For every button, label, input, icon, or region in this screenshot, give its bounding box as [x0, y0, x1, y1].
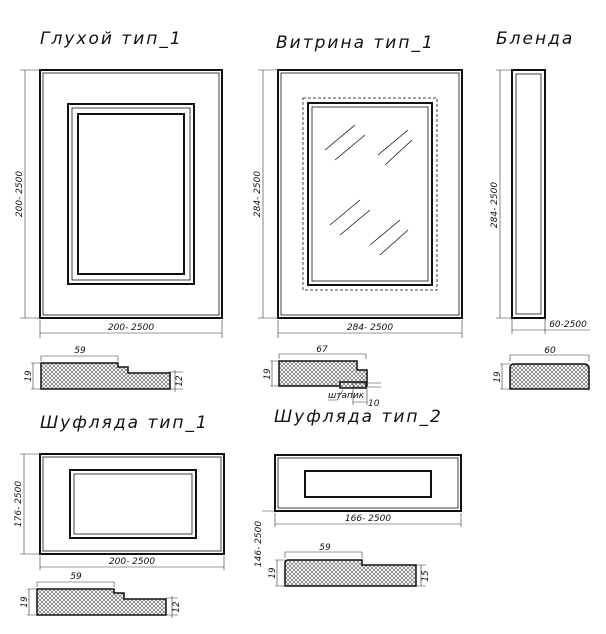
drawer1-width-dim: 200- 2500 — [109, 557, 155, 567]
bead-dim: 10 — [368, 399, 380, 409]
blenda: 284- 2500 60-2500 — [490, 69, 590, 334]
drawer1-profile-width: 59 — [70, 572, 82, 582]
drawer1-profile: 59 19 12 — [20, 572, 182, 618]
blind-profile-height: 19 — [24, 370, 34, 382]
showcase-profile-height: 19 — [263, 368, 273, 380]
title-blind: Глухой тип_1 — [40, 29, 183, 49]
blenda-height-dim: 284- 2500 — [490, 182, 500, 228]
drawer1-height-dim: 176- 2500 — [14, 481, 24, 527]
drawer2-facade: 166- 2500 146- 2500 — [254, 454, 462, 567]
blenda-width-dim: 60-2500 — [549, 320, 587, 330]
blind-profile-width: 59 — [74, 346, 86, 356]
blind-profile-edge: 12 — [175, 375, 185, 387]
blind-profile: 59 19 12 — [24, 346, 185, 392]
drawer2-width-dim: 166- 2500 — [345, 514, 391, 524]
drawer2-height-dim: 146- 2500 — [254, 521, 264, 567]
drawer1-profile-edge: 12 — [172, 601, 182, 613]
blind-width-dim: 200- 2500 — [108, 323, 154, 333]
drawer2-profile-edge: 15 — [421, 570, 431, 582]
bead-label: штапик — [328, 391, 365, 401]
drawer2-profile-width: 59 — [319, 543, 331, 553]
showcase-height-dim: 284- 2500 — [253, 171, 263, 217]
drawer2-profile-height: 19 — [268, 567, 278, 579]
title-drawer1: Шуфляда тип_1 — [40, 413, 209, 433]
blind-height-dim: 200- 2500 — [15, 171, 25, 217]
blenda-profile-height: 19 — [493, 371, 503, 383]
showcase-facade: 284- 2500 284- 2500 — [253, 69, 463, 338]
drawer1-profile-height: 19 — [20, 596, 30, 608]
title-drawer2: Шуфляда тип_2 — [274, 407, 443, 427]
showcase-profile-width: 67 — [316, 345, 328, 355]
blenda-profile-width: 60 — [544, 346, 556, 356]
title-blenda: Бленда — [496, 29, 574, 49]
blind-facade: 200- 2500 200- 2500 — [15, 69, 223, 338]
drawer1-facade: 176- 2500 200- 2500 — [14, 453, 225, 570]
title-showcase: Витрина тип_1 — [276, 33, 435, 53]
showcase-width-dim: 284- 2500 — [347, 323, 393, 333]
blenda-profile: 60 19 — [493, 346, 590, 390]
drawer2-profile: 59 19 15 — [268, 543, 431, 587]
showcase-profile: 67 19 штапик 10 — [263, 345, 381, 409]
